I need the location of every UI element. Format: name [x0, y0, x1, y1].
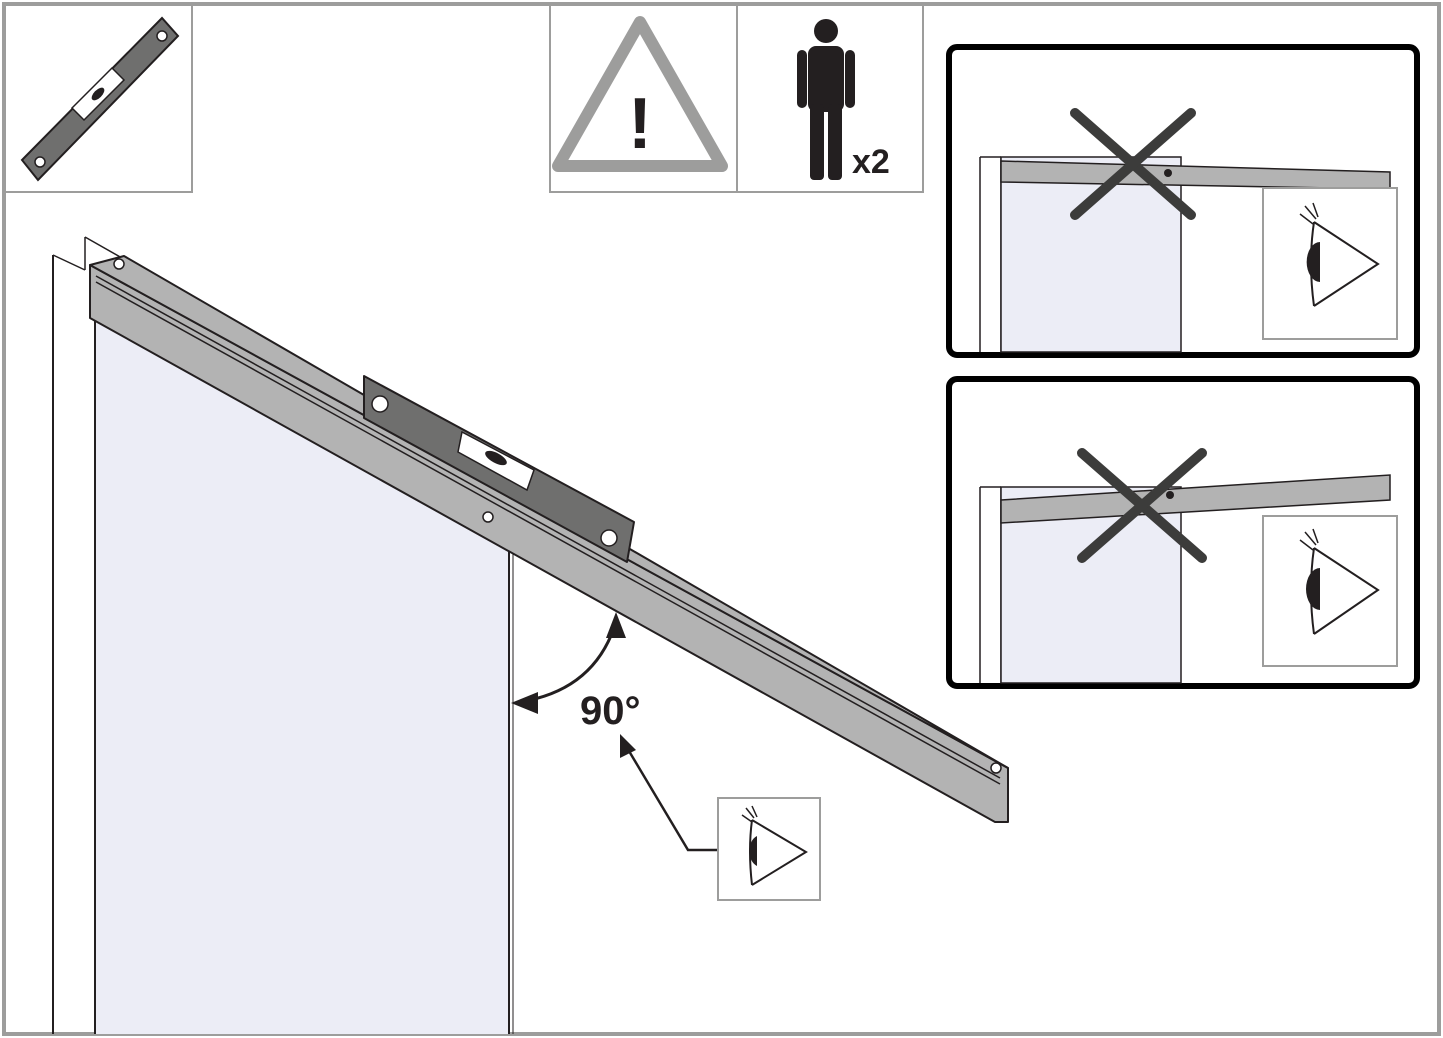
wall — [52, 236, 123, 1034]
cross-icon — [1077, 448, 1207, 563]
people-panel: x2 — [736, 3, 924, 193]
inset-wrong-rising-left — [946, 376, 1420, 689]
warning-triangle-icon: ! — [552, 16, 728, 172]
eye-icon — [1299, 202, 1380, 307]
spirit-level-icon — [20, 16, 180, 182]
eye-icon — [1299, 528, 1380, 635]
inset-wrong-rising-right — [946, 44, 1420, 358]
eye-box — [717, 797, 821, 901]
spirit-level — [363, 375, 635, 563]
warning-symbol: ! — [628, 84, 652, 164]
inspection-arrow — [620, 734, 720, 852]
cross-icon — [1070, 108, 1196, 220]
right-angle-indicator: 90° — [511, 612, 641, 733]
tool-panel — [3, 3, 193, 193]
warning-panel: ! — [549, 3, 738, 193]
angle-label: 90° — [580, 689, 641, 733]
people-count: x2 — [852, 143, 890, 181]
person-icon — [797, 19, 855, 180]
eye-icon — [741, 805, 808, 886]
